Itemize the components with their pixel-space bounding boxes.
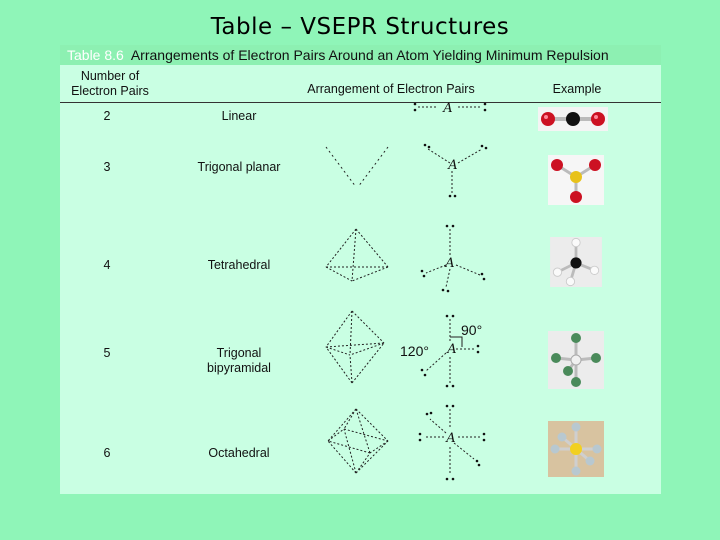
table-panel: Table 8.6 Arrangements of Electron Pairs … [60,45,661,494]
caption-text: Arrangements of Electron Pairs Around an… [130,47,609,63]
caption-label: Table 8.6 [67,47,124,63]
linear-diagram: A [413,101,487,116]
example-tetrahedral-model-image [550,237,602,287]
row-3-number: 3 [103,160,111,174]
tetrahedral-shape-diagram [325,228,389,282]
svg-text:A: A [442,101,452,116]
header-arrangement: Arrangement of Electron Pairs [307,82,475,96]
row-2-number: 2 [103,109,111,123]
table-caption: Table 8.6 Arrangements of Electron Pairs … [60,45,661,65]
row-2-arrangement: Linear [221,109,257,123]
header-example: Example [552,82,602,96]
row-3-arrangement: Trigonal planar [197,160,281,174]
row-4-number: 4 [103,258,111,272]
header-rule [60,102,661,103]
row-4-arrangement: Tetrahedral [207,258,271,272]
octahedral-diagram: A [418,404,486,481]
trigonal-bipyramidal-shape-diagram [325,310,385,384]
axial-angle-label: 90° [461,322,483,338]
row-6-number: 6 [103,446,111,460]
svg-text:A: A [445,431,455,446]
svg-text:A: A [444,256,454,271]
example-octahedral-model-image [548,421,604,477]
trigonal-planar-side-diagram [325,146,389,188]
trigonal-bipyramidal-diagram: A [420,314,480,388]
header-number-of-pairs: Number of Electron Pairs [71,69,149,98]
row-5-number: 5 [103,346,111,360]
octahedral-shape-diagram [327,408,389,474]
slide-title: Table – VSEPR Structures [210,14,510,40]
example-trigonal-bipyramidal-model-image [548,331,604,389]
row-6-arrangement: Octahedral [208,446,270,460]
svg-text:A: A [447,158,457,173]
example-co2-model-image [538,107,608,131]
svg-text:A: A [446,342,456,357]
equatorial-angle-label: 120° [400,343,429,359]
tetrahedral-diagram: A [420,224,486,293]
example-trigonal-planar-model-image [548,155,604,205]
trigonal-planar-diagram: A [423,143,488,198]
row-5-arrangement: Trigonal bipyramidal [207,346,271,375]
